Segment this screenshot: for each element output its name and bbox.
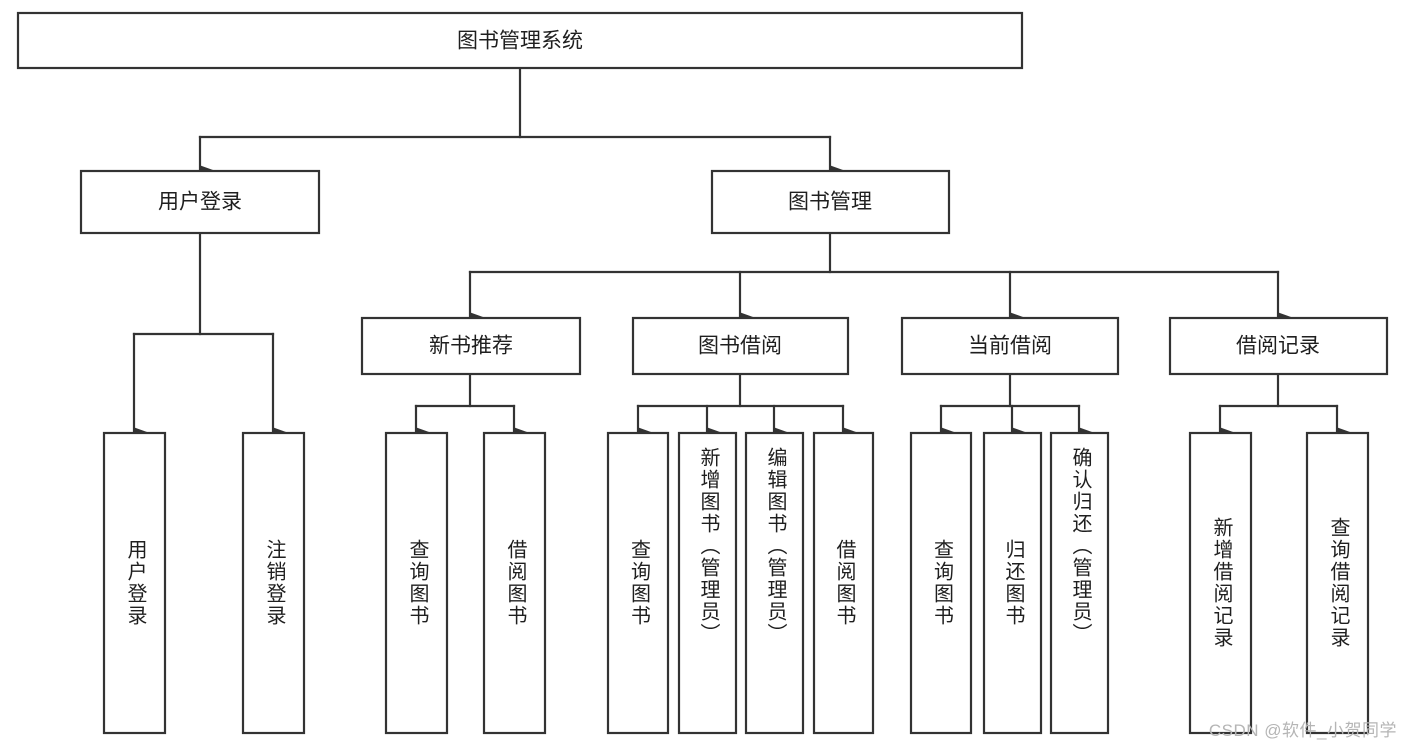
node-leaf-box-query-book-borrow[interactable] <box>606 431 670 735</box>
node-book-management[interactable]: 图书管理 <box>710 169 951 235</box>
node-book-borrow[interactable]: 图书借阅 <box>631 316 850 376</box>
connector-group-newbook-to-leaves <box>414 372 527 437</box>
node-current-borrow[interactable]: 当前借阅 <box>900 316 1120 376</box>
node-root[interactable]: 图书管理系统 <box>16 11 1024 70</box>
node-book-borrow-box[interactable] <box>631 316 850 376</box>
node-book-management-label: 图书管理 <box>788 191 872 214</box>
connector-group-bookborrow-to-leaves <box>636 372 856 437</box>
node-current-borrow-box[interactable] <box>900 316 1120 376</box>
node-leaf-box-confirm-return-admin[interactable] <box>1049 431 1110 735</box>
node-new-book-recommend-box[interactable] <box>360 316 582 376</box>
node-leaf-box-return-book[interactable] <box>982 431 1043 735</box>
node-new-book-recommend[interactable]: 新书推荐 <box>360 316 582 376</box>
node-new-book-recommend-label: 新书推荐 <box>429 335 513 358</box>
node-leaf-box-edit-book-admin[interactable] <box>744 431 805 735</box>
node-leaf-box-borrow-book-rec[interactable] <box>482 431 547 735</box>
node-leaf-box-add-book-admin[interactable] <box>677 431 738 735</box>
node-leaf-box-user-login[interactable] <box>102 431 167 735</box>
node-root-label: 图书管理系统 <box>457 30 583 53</box>
node-book-borrow-label: 图书借阅 <box>698 335 782 358</box>
node-borrow-record[interactable]: 借阅记录 <box>1168 316 1389 376</box>
node-leaf-box-query-borrow-record[interactable] <box>1305 431 1370 735</box>
node-leaf-box-logout[interactable] <box>241 431 306 735</box>
node-user-login-box[interactable] <box>79 169 321 235</box>
node-user-login[interactable]: 用户登录 <box>79 169 321 235</box>
connector-group-currentborrow-to-leaves <box>939 372 1092 437</box>
connector-group-login-to-leaves <box>132 231 286 437</box>
node-borrow-record-box[interactable] <box>1168 316 1389 376</box>
node-borrow-record-label: 借阅记录 <box>1236 335 1320 358</box>
node-leaf-box-query-book-current[interactable] <box>909 431 973 735</box>
node-book-management-box[interactable] <box>710 169 951 235</box>
node-current-borrow-label: 当前借阅 <box>968 335 1052 358</box>
connector-group-borrowrecord-to-leaves <box>1218 372 1350 437</box>
connector-group-bookmgmt-to-level3 <box>468 231 1291 322</box>
node-user-login-label: 用户登录 <box>158 191 242 214</box>
connector-group-root-to-level2 <box>198 66 843 175</box>
node-leaf-box-borrow-book[interactable] <box>812 431 875 735</box>
node-root-box[interactable] <box>16 11 1024 70</box>
node-leaf-box-query-book-rec[interactable] <box>384 431 449 735</box>
node-leaf-box-add-borrow-record[interactable] <box>1188 431 1253 735</box>
csdn-watermark: CSDN @软件_小贺同学 <box>1208 721 1397 740</box>
